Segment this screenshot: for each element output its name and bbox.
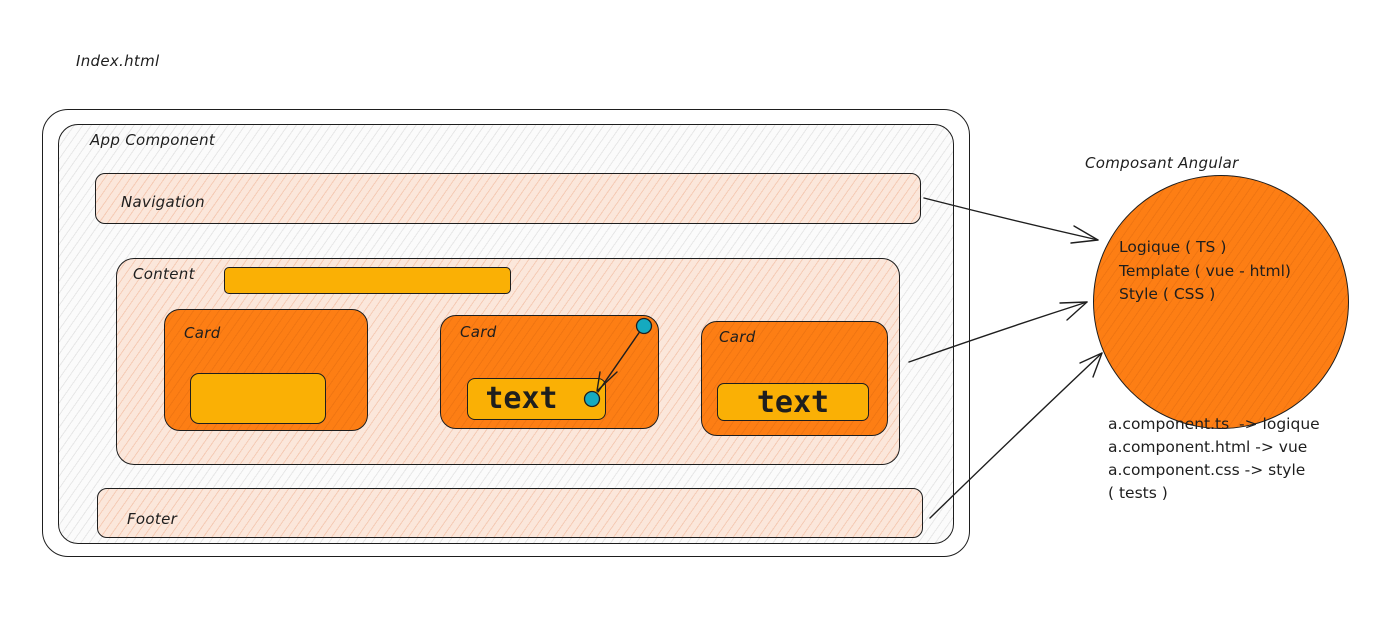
arrow-head-navigation (1070, 225, 1099, 244)
card-1-placeholder (190, 373, 326, 424)
card-3-text-box: text (717, 383, 869, 421)
arrow-head-footer (1079, 352, 1103, 378)
footer-label: Footer (127, 510, 178, 528)
arrow-head-content (1059, 301, 1088, 321)
navigation-bar (95, 173, 921, 224)
card-1-label: Card (184, 324, 221, 342)
card-2-text-box: text (467, 378, 606, 420)
file-line-css: a.component.css -> style (1108, 461, 1306, 479)
file-line-ts: a.component.ts -> logique (1108, 415, 1320, 433)
angular-line-logic: Logique ( TS ) (1119, 238, 1227, 256)
angular-line-template: Template ( vue - html) (1119, 262, 1291, 280)
content-header-bar (224, 267, 511, 294)
footer-bar (97, 488, 923, 538)
angular-component-circle (1093, 175, 1349, 429)
file-line-html: a.component.html -> vue (1108, 438, 1308, 456)
navigation-label: Navigation (121, 193, 205, 211)
angular-component-title: Composant Angular (1085, 154, 1239, 172)
card-3-label: Card (719, 328, 756, 346)
content-label: Content (133, 265, 195, 283)
index-label: Index.html (76, 52, 160, 70)
app-component-label: App Component (90, 131, 216, 149)
file-line-tests: ( tests ) (1108, 484, 1168, 502)
angular-line-style: Style ( CSS ) (1119, 285, 1216, 303)
card-2-label: Card (460, 323, 497, 341)
